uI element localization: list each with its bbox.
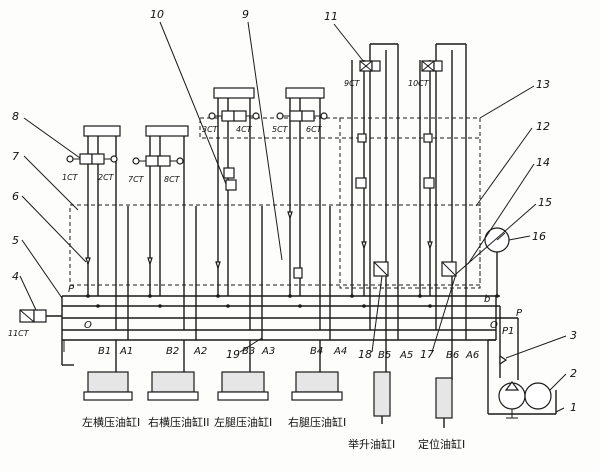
port-a6: A6 — [465, 350, 479, 361]
label-6ct: 6CT — [306, 125, 323, 134]
callout-19: 19 — [226, 348, 240, 361]
unit-4-lines — [285, 87, 331, 340]
cylinder-captions: 左横压油缸I 右横压油缸II 左腿压油缸I 右腿压油缸I 举升油缸I 定位油缸I — [82, 415, 465, 451]
callout-8: 8 — [12, 110, 19, 123]
cylinder-6-locate — [435, 377, 453, 428]
callout-5: 5 — [12, 234, 19, 247]
port-b5: B5 — [378, 350, 391, 361]
callout-6: 6 — [12, 190, 19, 203]
valve-9ct — [359, 60, 381, 72]
callout-2: 2 — [570, 367, 577, 380]
callout-16: 16 — [532, 230, 546, 243]
relief-valves — [373, 261, 457, 277]
port-a5: A5 — [399, 350, 413, 361]
unit-3-lines — [213, 87, 263, 340]
valve-10ct — [421, 60, 443, 72]
valve-5ct-6ct — [276, 110, 328, 122]
port-b3: B3 — [242, 346, 255, 357]
port-p-right: P — [516, 308, 523, 319]
callout-9: 9 — [242, 8, 249, 21]
cylinder-1 — [83, 340, 133, 401]
callout-10: 10 — [150, 8, 164, 21]
valve-11ct — [19, 309, 47, 323]
valve-1ct-2ct — [66, 153, 118, 165]
pump-station — [487, 317, 557, 419]
valve-3ct-4ct — [208, 110, 260, 122]
cylinder-4 — [291, 340, 343, 401]
port-a1: A1 — [119, 346, 133, 357]
port-p1: P1 — [502, 326, 514, 337]
check-valves — [85, 133, 435, 279]
port-b6: B6 — [446, 350, 459, 361]
caption-right-horizontal: 右横压油缸II — [148, 415, 210, 429]
callout-18: 18 — [358, 348, 372, 361]
dashed-boxes — [69, 117, 481, 289]
port-labels: P O B1 A1 B2 A2 B3 A3 B4 A4 B5 A5 B6 A6 … — [68, 284, 523, 361]
port-b2: B2 — [166, 346, 179, 357]
main-rails — [36, 295, 501, 365]
label-5ct: 5CT — [272, 125, 289, 134]
cylinder-5-lift — [373, 371, 391, 424]
valve-labels: 1CT 2CT 7CT 8CT 3CT 4CT 5CT 6CT 9CT 10CT… — [8, 79, 430, 338]
port-b4: B4 — [310, 346, 323, 357]
port-p-left: P — [68, 284, 75, 295]
callout-11: 11 — [324, 10, 338, 23]
drain-left — [62, 340, 74, 366]
port-b1: B1 — [98, 346, 111, 357]
caption-left-horizontal: 左横压油缸I — [82, 415, 140, 429]
callout-12: 12 — [536, 120, 550, 133]
port-o-left: O — [84, 320, 92, 331]
callout-15: 15 — [538, 196, 552, 209]
caption-right-leg: 右腿压油缸I — [288, 415, 346, 429]
port-a3: A3 — [261, 346, 275, 357]
port-o-right: O — [490, 320, 498, 331]
callout-17: 17 — [420, 348, 434, 361]
label-9ct: 9CT — [344, 79, 361, 88]
unit-5-lines — [351, 43, 399, 372]
label-7ct: 7CT — [128, 175, 145, 184]
label-3ct: 3CT — [202, 125, 219, 134]
callout-3: 3 — [570, 329, 577, 342]
label-1ct: 1CT — [62, 173, 79, 182]
callout-13: 13 — [536, 78, 550, 91]
callout-14: 14 — [536, 156, 550, 169]
junction-dots — [86, 294, 499, 308]
label-8ct: 8CT — [164, 175, 181, 184]
caption-locate: 定位油缸I — [418, 437, 465, 451]
valve-7ct-8ct — [132, 155, 184, 167]
label-2ct: 2CT — [98, 173, 115, 182]
cylinder-2 — [147, 340, 199, 401]
callout-1: 1 — [570, 401, 577, 414]
callout-4: 4 — [12, 270, 19, 283]
caption-lift: 举升油缸I — [348, 437, 395, 451]
callout-7: 7 — [12, 150, 19, 163]
label-10ct: 10CT — [408, 79, 430, 88]
port-a4: A4 — [333, 346, 347, 357]
port-a2: A2 — [193, 346, 207, 357]
port-b-small: b — [484, 294, 490, 305]
leader-lines — [19, 21, 567, 413]
label-4ct: 4CT — [236, 125, 253, 134]
label-11ct: 11CT — [8, 329, 30, 338]
caption-left-leg: 左腿压油缸I — [214, 415, 272, 429]
callout-numbers: 1 2 3 4 5 6 7 8 9 10 11 12 13 14 15 16 1… — [12, 8, 577, 414]
